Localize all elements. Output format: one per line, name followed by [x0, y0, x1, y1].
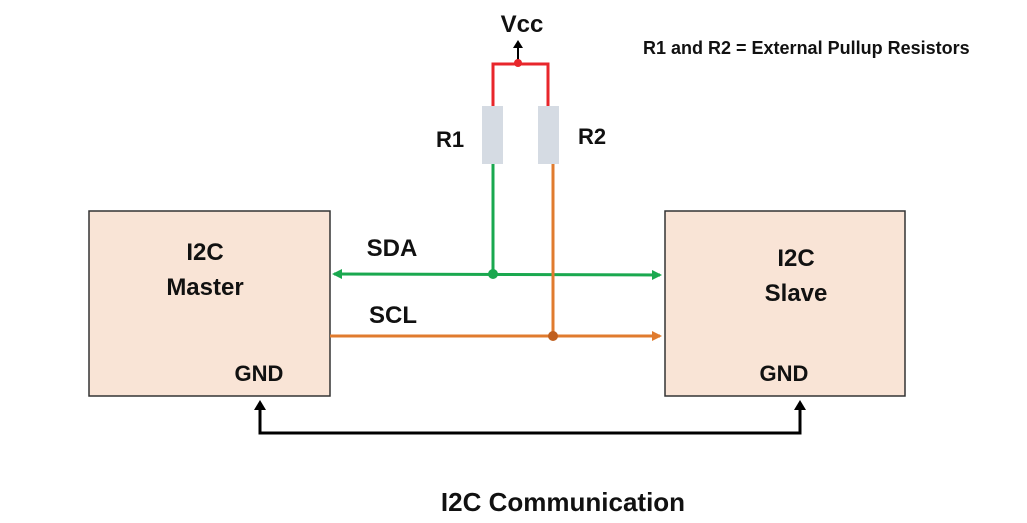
- vcc-arrow-head: [513, 40, 523, 48]
- sda-junction: [488, 269, 498, 279]
- master-gnd-arrow: [254, 400, 266, 410]
- slave-box: [664, 210, 906, 397]
- master-gnd-label: GND: [235, 361, 284, 386]
- slave-gnd-label: GND: [760, 361, 809, 386]
- master-title-line2: Master: [166, 274, 243, 301]
- vcc-label: Vcc: [501, 11, 544, 38]
- resistor-r1-label: R1: [436, 127, 464, 152]
- resistor-r2: [538, 106, 559, 164]
- gnd-wire: [258, 406, 802, 435]
- pullup-note: R1 and R2 = External Pullup Resistors: [643, 38, 970, 58]
- slave-gnd-arrow: [794, 400, 806, 410]
- diagram-caption: I2C Communication: [441, 487, 685, 517]
- slave-title-line2: Slave: [765, 280, 828, 307]
- master-box: [88, 210, 331, 397]
- resistor-r2-label: R2: [578, 124, 606, 149]
- scl-label: SCL: [369, 302, 417, 329]
- vcc-wire: [491, 62, 550, 106]
- master-title-line1: I2C: [186, 239, 223, 266]
- scl-junction: [548, 331, 558, 341]
- slave-title-line1: I2C: [777, 245, 814, 272]
- sda-label: SDA: [367, 235, 418, 262]
- vcc-junction: [514, 59, 522, 67]
- resistor-r1: [482, 106, 503, 164]
